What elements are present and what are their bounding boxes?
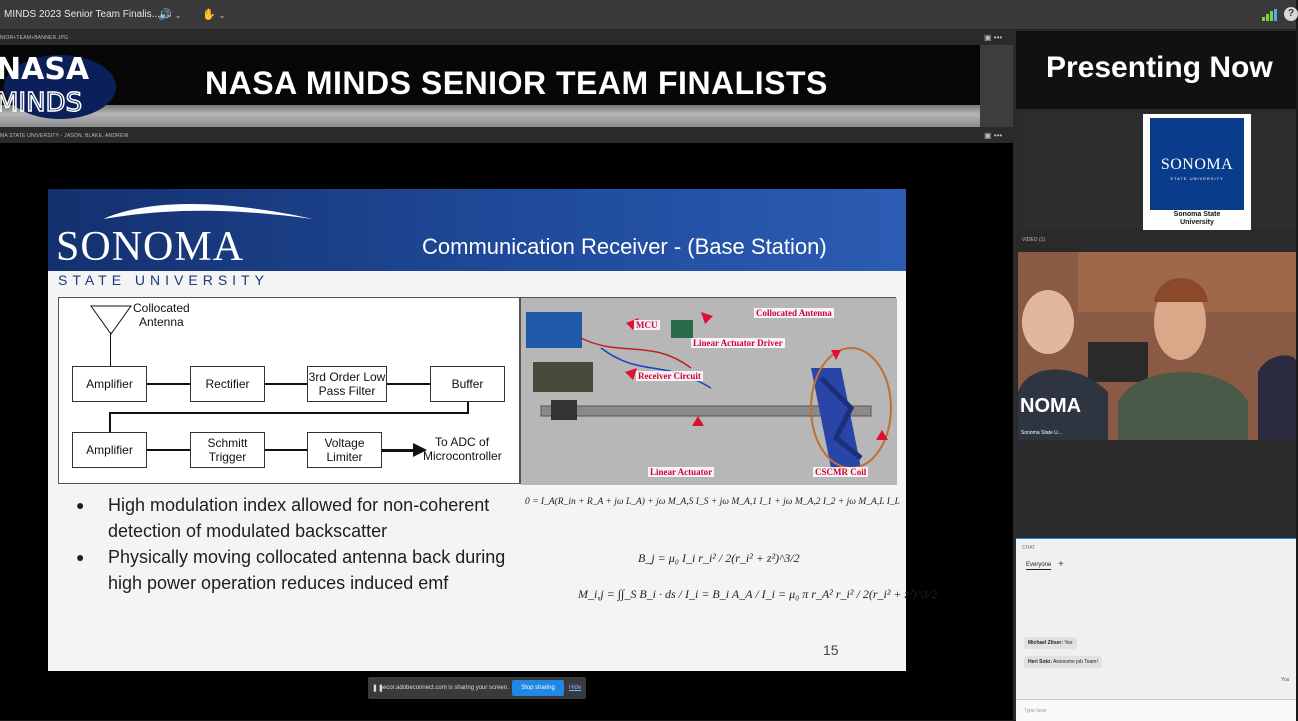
help-icon[interactable]: ?: [1284, 7, 1298, 21]
raise-hand-control[interactable]: ✋⌄: [202, 8, 225, 21]
hardware-illustration: [521, 298, 897, 485]
banner-image: NASA MINDS NASA MINDS SENIOR TEAM FINALI…: [0, 45, 980, 127]
equation-mutual-inductance: M_i,j = ∫∫_S B_i · ds / I_i = B_i A_A / …: [578, 587, 938, 601]
block-diagram: Collocated Antenna Amplifier Rectifier 3…: [58, 297, 520, 484]
chat-pod: CHAT Everyone + Michael Zitser: Yes Heri…: [1016, 538, 1296, 721]
svg-text:MINDS: MINDS: [0, 88, 82, 118]
antenna-label-1: Collocated: [133, 301, 190, 315]
screen-share-notice: ❚❚ secor.adobeconnect.com is sharing you…: [368, 677, 586, 699]
chat-input-placeholder: Type here: [1024, 708, 1047, 714]
hide-link[interactable]: Hide: [569, 685, 582, 691]
speaker-icon: 🔊: [158, 9, 172, 21]
rectifier-block: Rectifier: [190, 366, 265, 402]
pod-options-icon[interactable]: ▣ •••: [984, 131, 1003, 140]
svg-text:NASA: NASA: [0, 52, 90, 87]
equation-magnetic-field: B_j = μ₀ I_i r_i² / 2(r_i² + z²)^3/2: [638, 551, 800, 565]
sonoma-wordmark: SONOMA: [56, 224, 245, 270]
chevron-down-icon: ⌄: [174, 11, 182, 20]
photo-label-mcu: MCU: [634, 320, 660, 330]
university-logo-word: SONOMA: [1160, 156, 1234, 173]
chat-message: Michael Zitser: Yes: [1024, 637, 1077, 649]
chat-title: CHAT: [1022, 545, 1036, 551]
moon-surface: [0, 105, 980, 127]
photo-label-driver: Linear Actuator Driver: [691, 338, 785, 348]
amplifier-block: Amplifier: [72, 432, 147, 468]
photo-label-receiver: Receiver Circuit: [636, 371, 703, 381]
photo-label-coil: CSCMR Coil: [813, 467, 869, 477]
pod-label: MA STATE UNIVERSITY - JASON, BLAKE, ANDR…: [0, 133, 129, 139]
team-logo-pod: SONOMA STATE UNIVERSITY Sonoma State Uni…: [1024, 113, 1296, 230]
video-pod-label: VIDEO (1): [1022, 237, 1046, 243]
chevron-down-icon: ⌄: [218, 11, 226, 20]
meeting-title: MINDS 2023 Senior Team Finalis...: [4, 9, 160, 20]
meeting-title-menu[interactable]: MINDS 2023 Senior Team Finalis... ⌄: [4, 9, 173, 20]
connection-signal-icon[interactable]: [1262, 9, 1277, 21]
bullet-list: High modulation index allowed for non-co…: [72, 492, 512, 596]
buffer-block: Buffer: [430, 366, 505, 402]
chat-input[interactable]: Type here: [1016, 699, 1296, 721]
chevron-down-icon: ⌄: [166, 10, 173, 19]
screen-share-pod: MA STATE UNIVERSITY - JASON, BLAKE, ANDR…: [0, 128, 1013, 720]
add-chat-tab-button[interactable]: +: [1058, 559, 1064, 570]
raise-hand-icon: ✋: [202, 9, 216, 21]
university-logo: SONOMA STATE UNIVERSITY Sonoma State Uni…: [1143, 114, 1251, 230]
share-notice-text: secor.adobeconnect.com is sharing your s…: [380, 685, 509, 691]
nasa-minds-logo: NASA MINDS: [0, 52, 116, 119]
photo-label-antenna: Collocated Antenna: [754, 308, 834, 318]
photo-label-actuator: Linear Actuator: [648, 467, 715, 477]
bullet-item: High modulation index allowed for non-co…: [72, 492, 512, 544]
amplifier-block: Amplifier: [72, 366, 147, 402]
chat-message: Heri Soto: Awesome job Team!: [1024, 656, 1102, 668]
university-subtitle: STATE UNIVERSITY: [58, 272, 269, 288]
right-panel: Presenting Now SONOMA STATE UNIVERSITY S…: [1016, 31, 1296, 721]
video-feed[interactable]: NOMA Sonoma State U...: [1018, 252, 1296, 440]
audio-control[interactable]: 🔊⌄: [158, 8, 181, 21]
slide-header: SONOMA Communication Receiver - (Base St…: [48, 189, 906, 271]
antenna-label-2: Antenna: [139, 315, 184, 329]
pod-options-icon[interactable]: ▣ •••: [984, 33, 1003, 42]
presenting-now-pod: Presenting Now: [1016, 31, 1296, 109]
bullet-item: Physically moving collocated antenna bac…: [72, 544, 512, 596]
pod-header: MA STATE UNIVERSITY - JASON, BLAKE, ANDR…: [0, 128, 1013, 143]
slide-page-number: 15: [823, 642, 839, 658]
slide-title: Communication Receiver - (Base Station): [422, 234, 827, 259]
stop-sharing-button[interactable]: Stop sharing: [512, 680, 564, 696]
video-scene: NOMA: [1018, 252, 1296, 440]
video-participant-name: Sonoma State U...: [1021, 430, 1062, 436]
sonoma-wave-logo: [103, 203, 313, 219]
hardware-photo: MCU Collocated Antenna Linear Actuator D…: [520, 297, 897, 485]
equation-impedance: 0 = I_A(R_in + R_A + jω L_A) + jω M_A,S …: [525, 497, 900, 507]
banner-side-panel: [980, 45, 1013, 127]
presenting-now-title: Presenting Now: [1046, 51, 1273, 84]
presentation-slide: SONOMA Communication Receiver - (Base St…: [48, 189, 937, 671]
banner-title: NASA MINDS SENIOR TEAM FINALISTS: [205, 65, 828, 101]
top-bar: MINDS 2023 Senior Team Finalis...⌄ 🔊⌄ ✋⌄…: [0, 0, 1298, 30]
antenna-icon: [90, 305, 132, 335]
adc-label-2: Microcontroller: [423, 449, 502, 463]
pause-icon: ❚❚: [372, 685, 384, 692]
svg-text:NOMA: NOMA: [1020, 395, 1081, 417]
chat-own-message-label: You: [1281, 677, 1290, 683]
banner-pod: NIOR+TEAM+BANNER.JPG ▣ ••• NASA MINDS NA…: [0, 31, 1013, 127]
arrow-right-icon: [413, 443, 427, 457]
university-logo-caption: Sonoma State University: [1173, 211, 1221, 226]
chat-tab-everyone[interactable]: Everyone: [1026, 562, 1052, 570]
university-logo-emblem: SONOMA STATE UNIVERSITY: [1150, 118, 1244, 210]
adc-label-1: To ADC of: [435, 435, 490, 449]
pod-label: NIOR+TEAM+BANNER.JPG: [0, 35, 69, 41]
university-logo-subtitle: STATE UNIVERSITY: [1170, 176, 1224, 181]
